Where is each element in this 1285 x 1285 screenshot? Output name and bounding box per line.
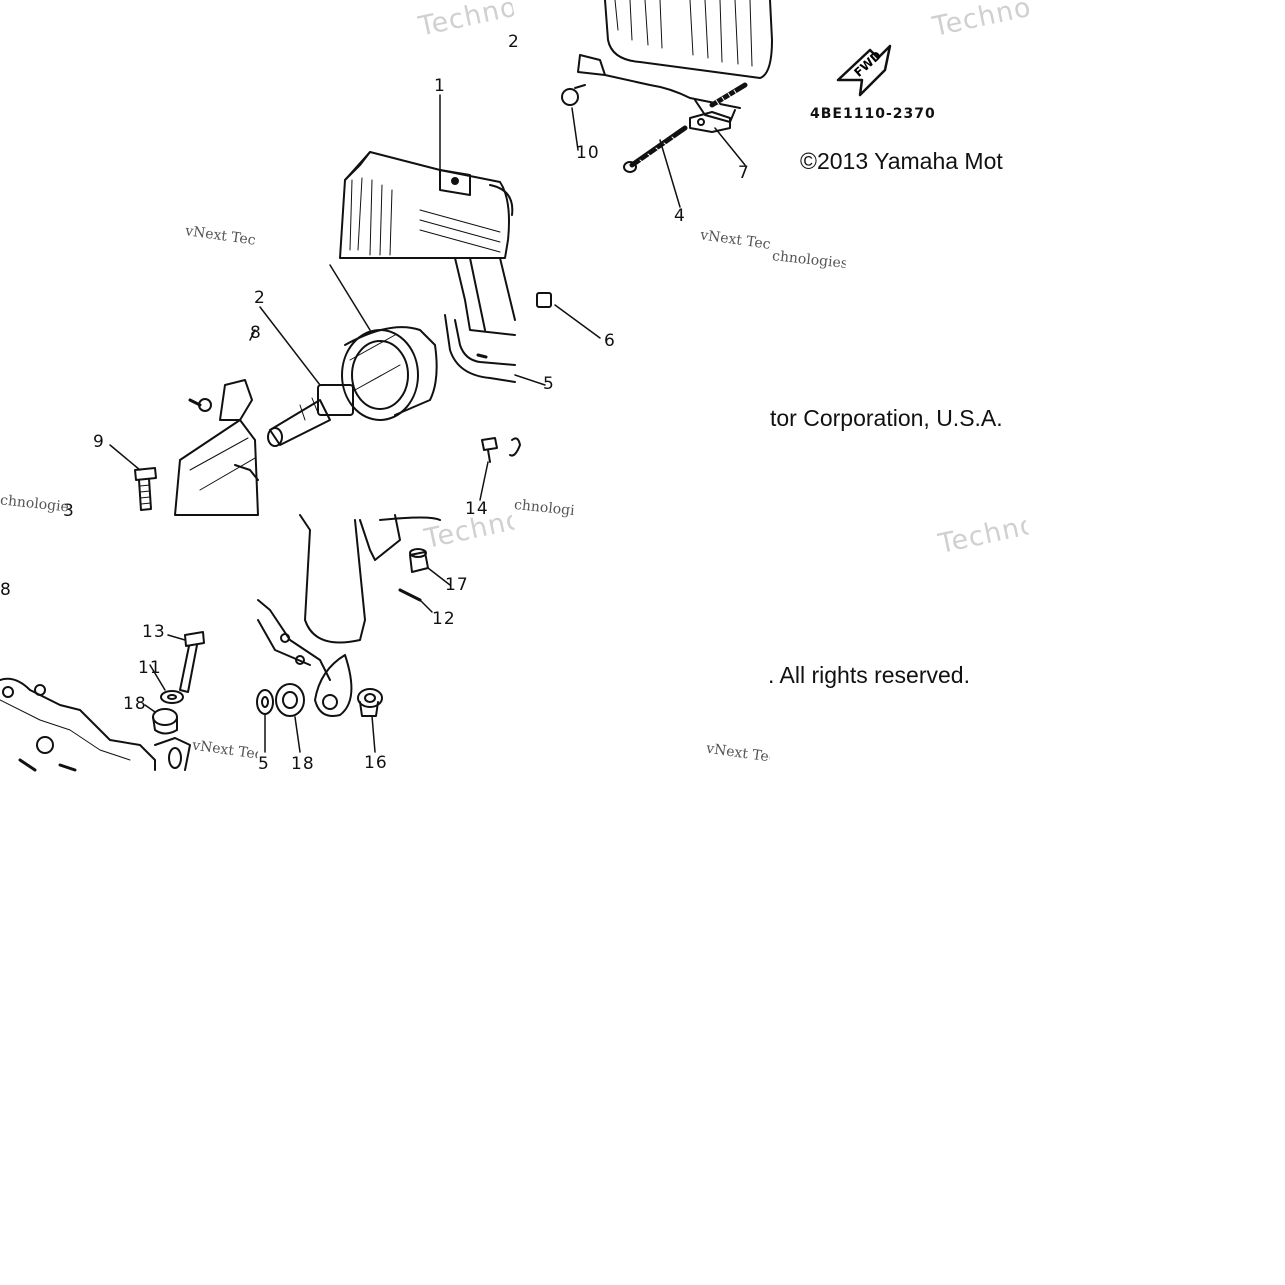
- copyright-line-1: ©2013 Yamaha Mot: [800, 148, 1003, 174]
- bulb-socket-assembly: [267, 326, 438, 447]
- callout-3: 3: [63, 501, 75, 521]
- left-bracket: [174, 379, 259, 516]
- screw-14: [481, 437, 521, 463]
- callout-4: 4: [674, 206, 686, 226]
- callout-8: 8: [0, 580, 12, 600]
- diagram-code: 4BE1110-2370: [810, 106, 936, 122]
- callout-8: 8: [250, 323, 262, 343]
- grommet-17: [409, 548, 429, 573]
- callout-18: 18: [123, 694, 147, 714]
- collar-16: [357, 688, 383, 717]
- callout-7: 7: [738, 163, 750, 183]
- headlight-rim-frame: [444, 257, 516, 383]
- leader-lines: [109, 94, 746, 753]
- adjuster-bolt-4: [623, 125, 688, 173]
- callout-14: 14: [465, 499, 489, 519]
- clip-12: [398, 588, 422, 602]
- blank-tile-right-middle: [770, 258, 1030, 398]
- bolt-9: [134, 467, 157, 511]
- washer-11: [160, 690, 184, 704]
- callout-6: 6: [604, 331, 616, 351]
- bolt-13: [179, 631, 205, 693]
- callout-5: 5: [543, 374, 555, 394]
- callout-12: 12: [432, 609, 456, 629]
- lower-frame-bracket: [257, 514, 441, 717]
- bolt-10: [561, 84, 586, 106]
- callout-2: 2: [254, 288, 266, 308]
- callout-5: 5: [258, 754, 270, 774]
- callout-2: 2: [508, 32, 520, 52]
- callout-1: 1: [434, 76, 446, 96]
- washer-5-lower: [256, 689, 274, 715]
- callout-10: 10: [576, 143, 600, 163]
- copyright-line-2: tor Corporation, U.S.A.: [770, 405, 1003, 431]
- copyright-line-3: . All rights reserved.: [768, 662, 970, 688]
- callout-13: 13: [142, 622, 166, 642]
- damper-18-right: [275, 683, 305, 717]
- nut-6: [536, 292, 552, 308]
- bracket-nut-7: [689, 111, 731, 133]
- damper-18-left: [152, 708, 178, 735]
- spring: [709, 82, 748, 108]
- headlight-housing-top: [577, 0, 773, 123]
- fwd-arrow: [836, 44, 892, 97]
- callout-11: 11: [138, 658, 162, 678]
- headlight-lens-unit: [339, 151, 514, 259]
- callout-18: 18: [291, 754, 315, 774]
- callout-17: 17: [445, 575, 469, 595]
- callout-16: 16: [364, 753, 388, 773]
- callout-9: 9: [93, 432, 105, 452]
- lower-mount-bracket: [0, 677, 191, 772]
